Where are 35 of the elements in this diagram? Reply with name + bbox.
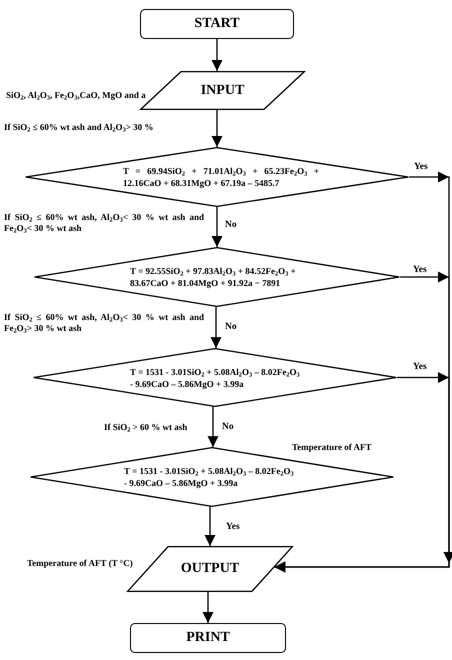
annotation-text: SiO$_{2}$, Al$_{2}$O$_{3}$, Fe$_{2}$O$_{3}$,CaO, MgO and a [6,90,146,100]
formula-text: T = 1531 - 3.01SiO$_{2}$ + 5.08Al$_{2}$O$_{3}$ – 8.02Fe$_{2}$O$_{3}$ - 9.69CaO – 5.86MgO + 3.99a [124,465,295,489]
annotation-text: Temperature of AFT (T °C) [27,558,133,568]
edge-label: No [225,220,237,230]
edge-label: No [225,322,237,332]
arrow [212,110,222,147]
step-label: OUTPUT [180,561,240,577]
edge-label: Yes [413,264,427,276]
edge-label: Yes [226,522,240,532]
arrow [212,39,222,71]
edge-label: No [222,422,234,432]
arrow [208,406,218,448]
decision-diamond [25,147,409,207]
arrow [204,506,216,546]
edge-label: Yes [414,162,428,173]
formula-text: T = 1531 - 3.01SiO$_{2}$ + 5.08Al$_{2}$O$_{3}$ – 8.02Fe$_{2}$O$_{3}$ - 9.69CaO – 5.86MgO + 3.99a [130,366,301,390]
arrow [202,592,214,623]
step-label: INPUT [200,82,244,98]
terminal-box [130,623,286,653]
condition-text: If SiO$_{2}$ ≤ 60% wt ash, Al$_{2}$O$_{3}$< 30 % wt ash and Fe$_{2}$O$_{3}$< 30 % wt ash [4,212,204,234]
edge-label: Yes [413,362,427,372]
condition-text: If SiO$_{2}$ ≤ 60% wt ash and Al$_{2}$O$_{3}$> 30 % [4,122,154,132]
decision-diamond [33,348,397,407]
arrow [210,306,222,348]
arrow [212,207,222,247]
step-label: PRINT [186,630,230,646]
condition-text: If SiO$_{2}$ > 60 % wt ash [104,422,188,432]
terminal-box [140,9,294,39]
condition-text: If SiO$_{2}$ ≤ 60% wt ash, Al$_{2}$O$_{3}$< 30 % wt ash and Fe$_{2}$O$_{3}$> 30 % wt ash [4,312,204,334]
formula-text: T = 69.94SiO$_{2}$ + 71.01Al$_{2}$O$_{3}$ + 65.23Fe$_{2}$O$_{3}$ + 12.16CaO + 68.31MgO + 67.19a – 5485.7 [123,165,319,189]
step-label: START [194,16,240,32]
annotation-text: Temperature of AFT [292,442,372,452]
decision-diamond [34,247,400,307]
formula-text: T = 92.55SiO$_{2}$ + 97.83Al$_{2}$O$_{3}$ + 84.52Fe$_{2}$O$_{3}$ + 83.67CaO + 81.04MgO + 91.92a − 7891 [130,265,297,289]
io-parallelogram [140,71,305,110]
